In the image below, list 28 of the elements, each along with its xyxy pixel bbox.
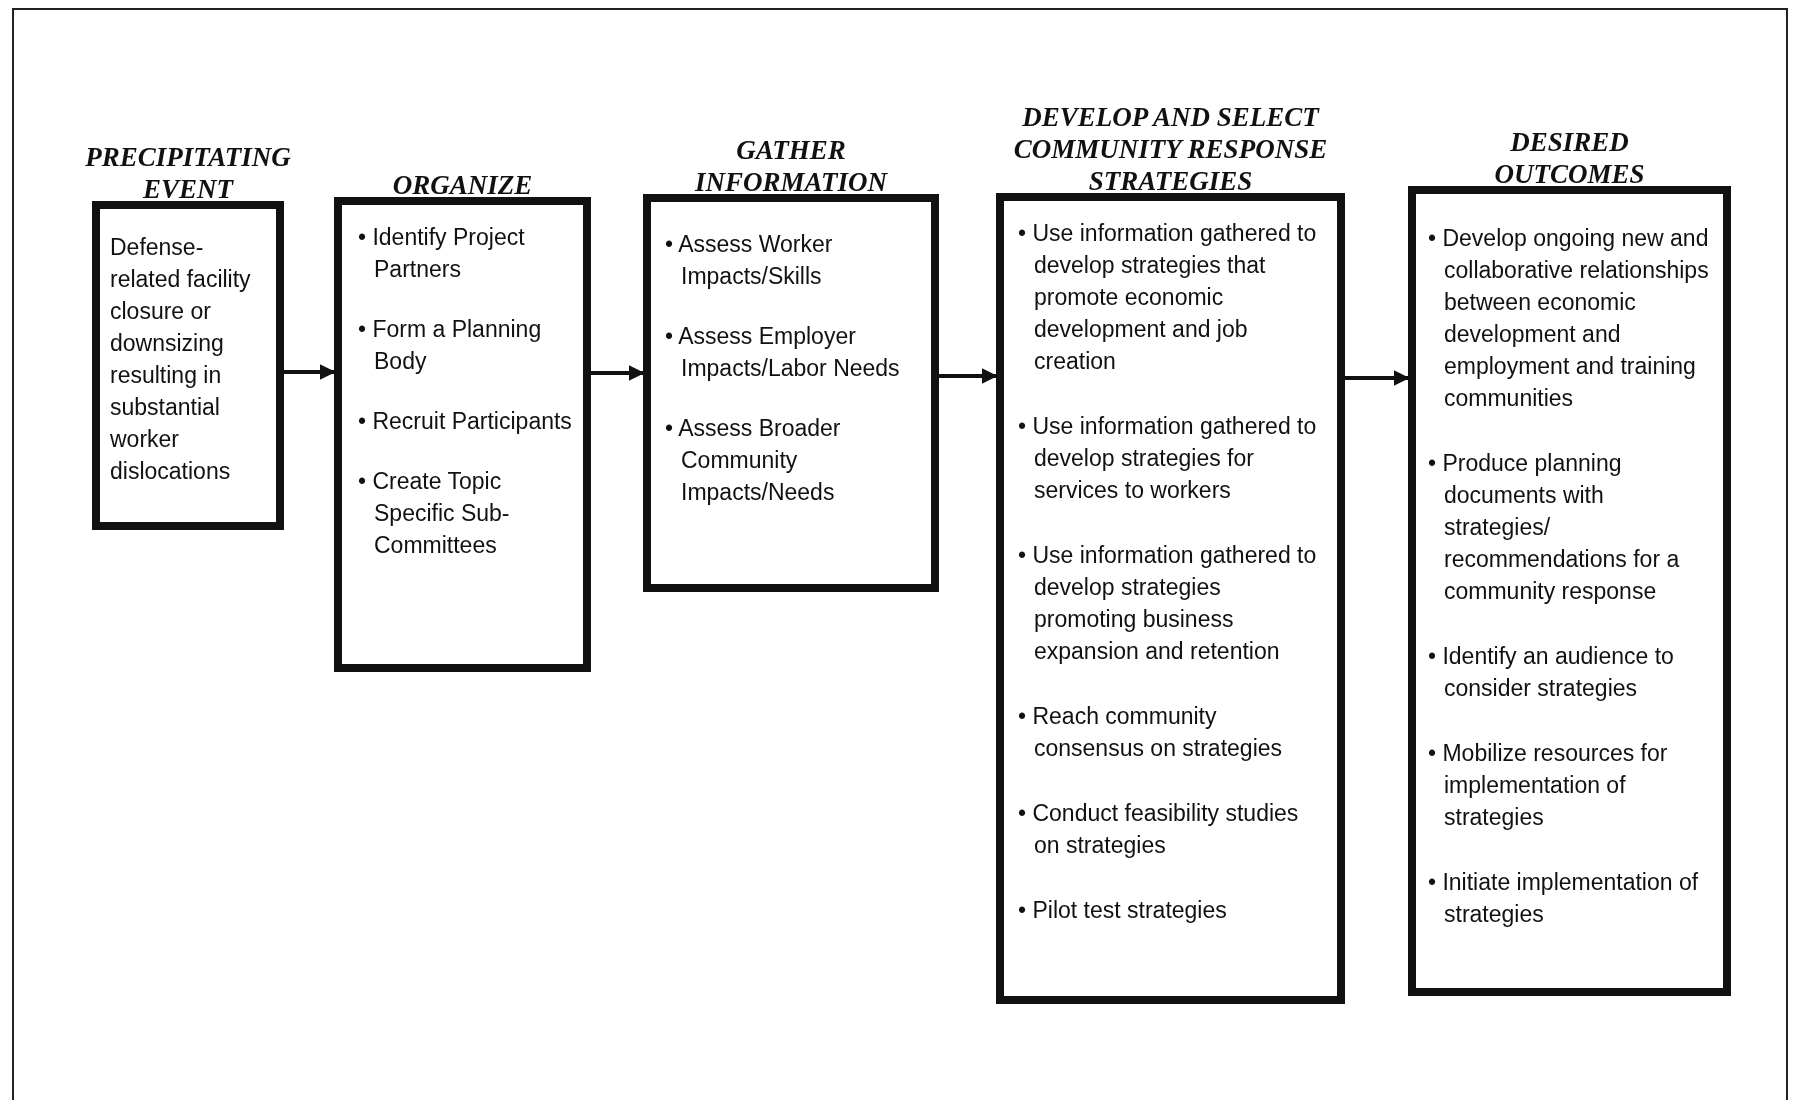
step-heading: GATHER INFORMATION (693, 134, 889, 198)
arrow (939, 368, 998, 384)
step-heading: DEVELOP AND SELECT COMMUNITY RESPONSE STRATEGIES (1012, 101, 1329, 197)
step-heading: ORGANIZE (391, 169, 534, 201)
bullet-item: • Pilot test strategies (1018, 896, 1228, 925)
bullet-item: • Use information gathered to develop strategies promoting business expansion and retention (1018, 541, 1318, 666)
bullet-item: • Use information gathered to develop strategies for services to workers (1018, 412, 1318, 505)
step-description: Defense-related facility closure or downsizing resulting in substantial worker dislocations (110, 233, 252, 486)
bullet-item: • Produce planning documents with strategies/ recommendations for a community response (1428, 449, 1681, 606)
step-heading: DESIRED OUTCOMES (1493, 126, 1646, 190)
bullet-item: • Assess Broader Community Impacts/Needs (665, 414, 842, 507)
bullet-item: • Form a Planning Body (358, 315, 543, 376)
bullet-item: • Reach community consensus on strategies (1018, 702, 1284, 763)
bullet-item: • Assess Employer Impacts/Labor Needs (665, 322, 901, 383)
arrow (591, 365, 645, 381)
bullet-item: • Use information gathered to develop strategies that promote economic development and job creation (1018, 219, 1318, 376)
bullet-item: • Identify an audience to consider strategies (1428, 642, 1675, 703)
bullet-item: • Identify Project Partners (358, 223, 526, 284)
bullet-item: • Create Topic Specific Sub-Committees (358, 467, 511, 560)
arrow (284, 364, 336, 380)
bullet-item: • Mobilize resources for implementation of strategies (1428, 739, 1669, 832)
bullet-item: • Conduct feasibility studies on strategies (1018, 799, 1300, 860)
bullet-item: • Develop ongoing new and collaborative relationships between economic development and employment and training communities (1428, 224, 1710, 413)
bullet-item: • Assess Worker Impacts/Skills (665, 230, 834, 291)
bullet-item: • Recruit Participants (358, 407, 573, 436)
bullet-item: • Initiate implementation of strategies (1428, 868, 1700, 929)
step-heading: PRECIPITATING EVENT (84, 141, 292, 205)
arrow (1345, 370, 1410, 386)
